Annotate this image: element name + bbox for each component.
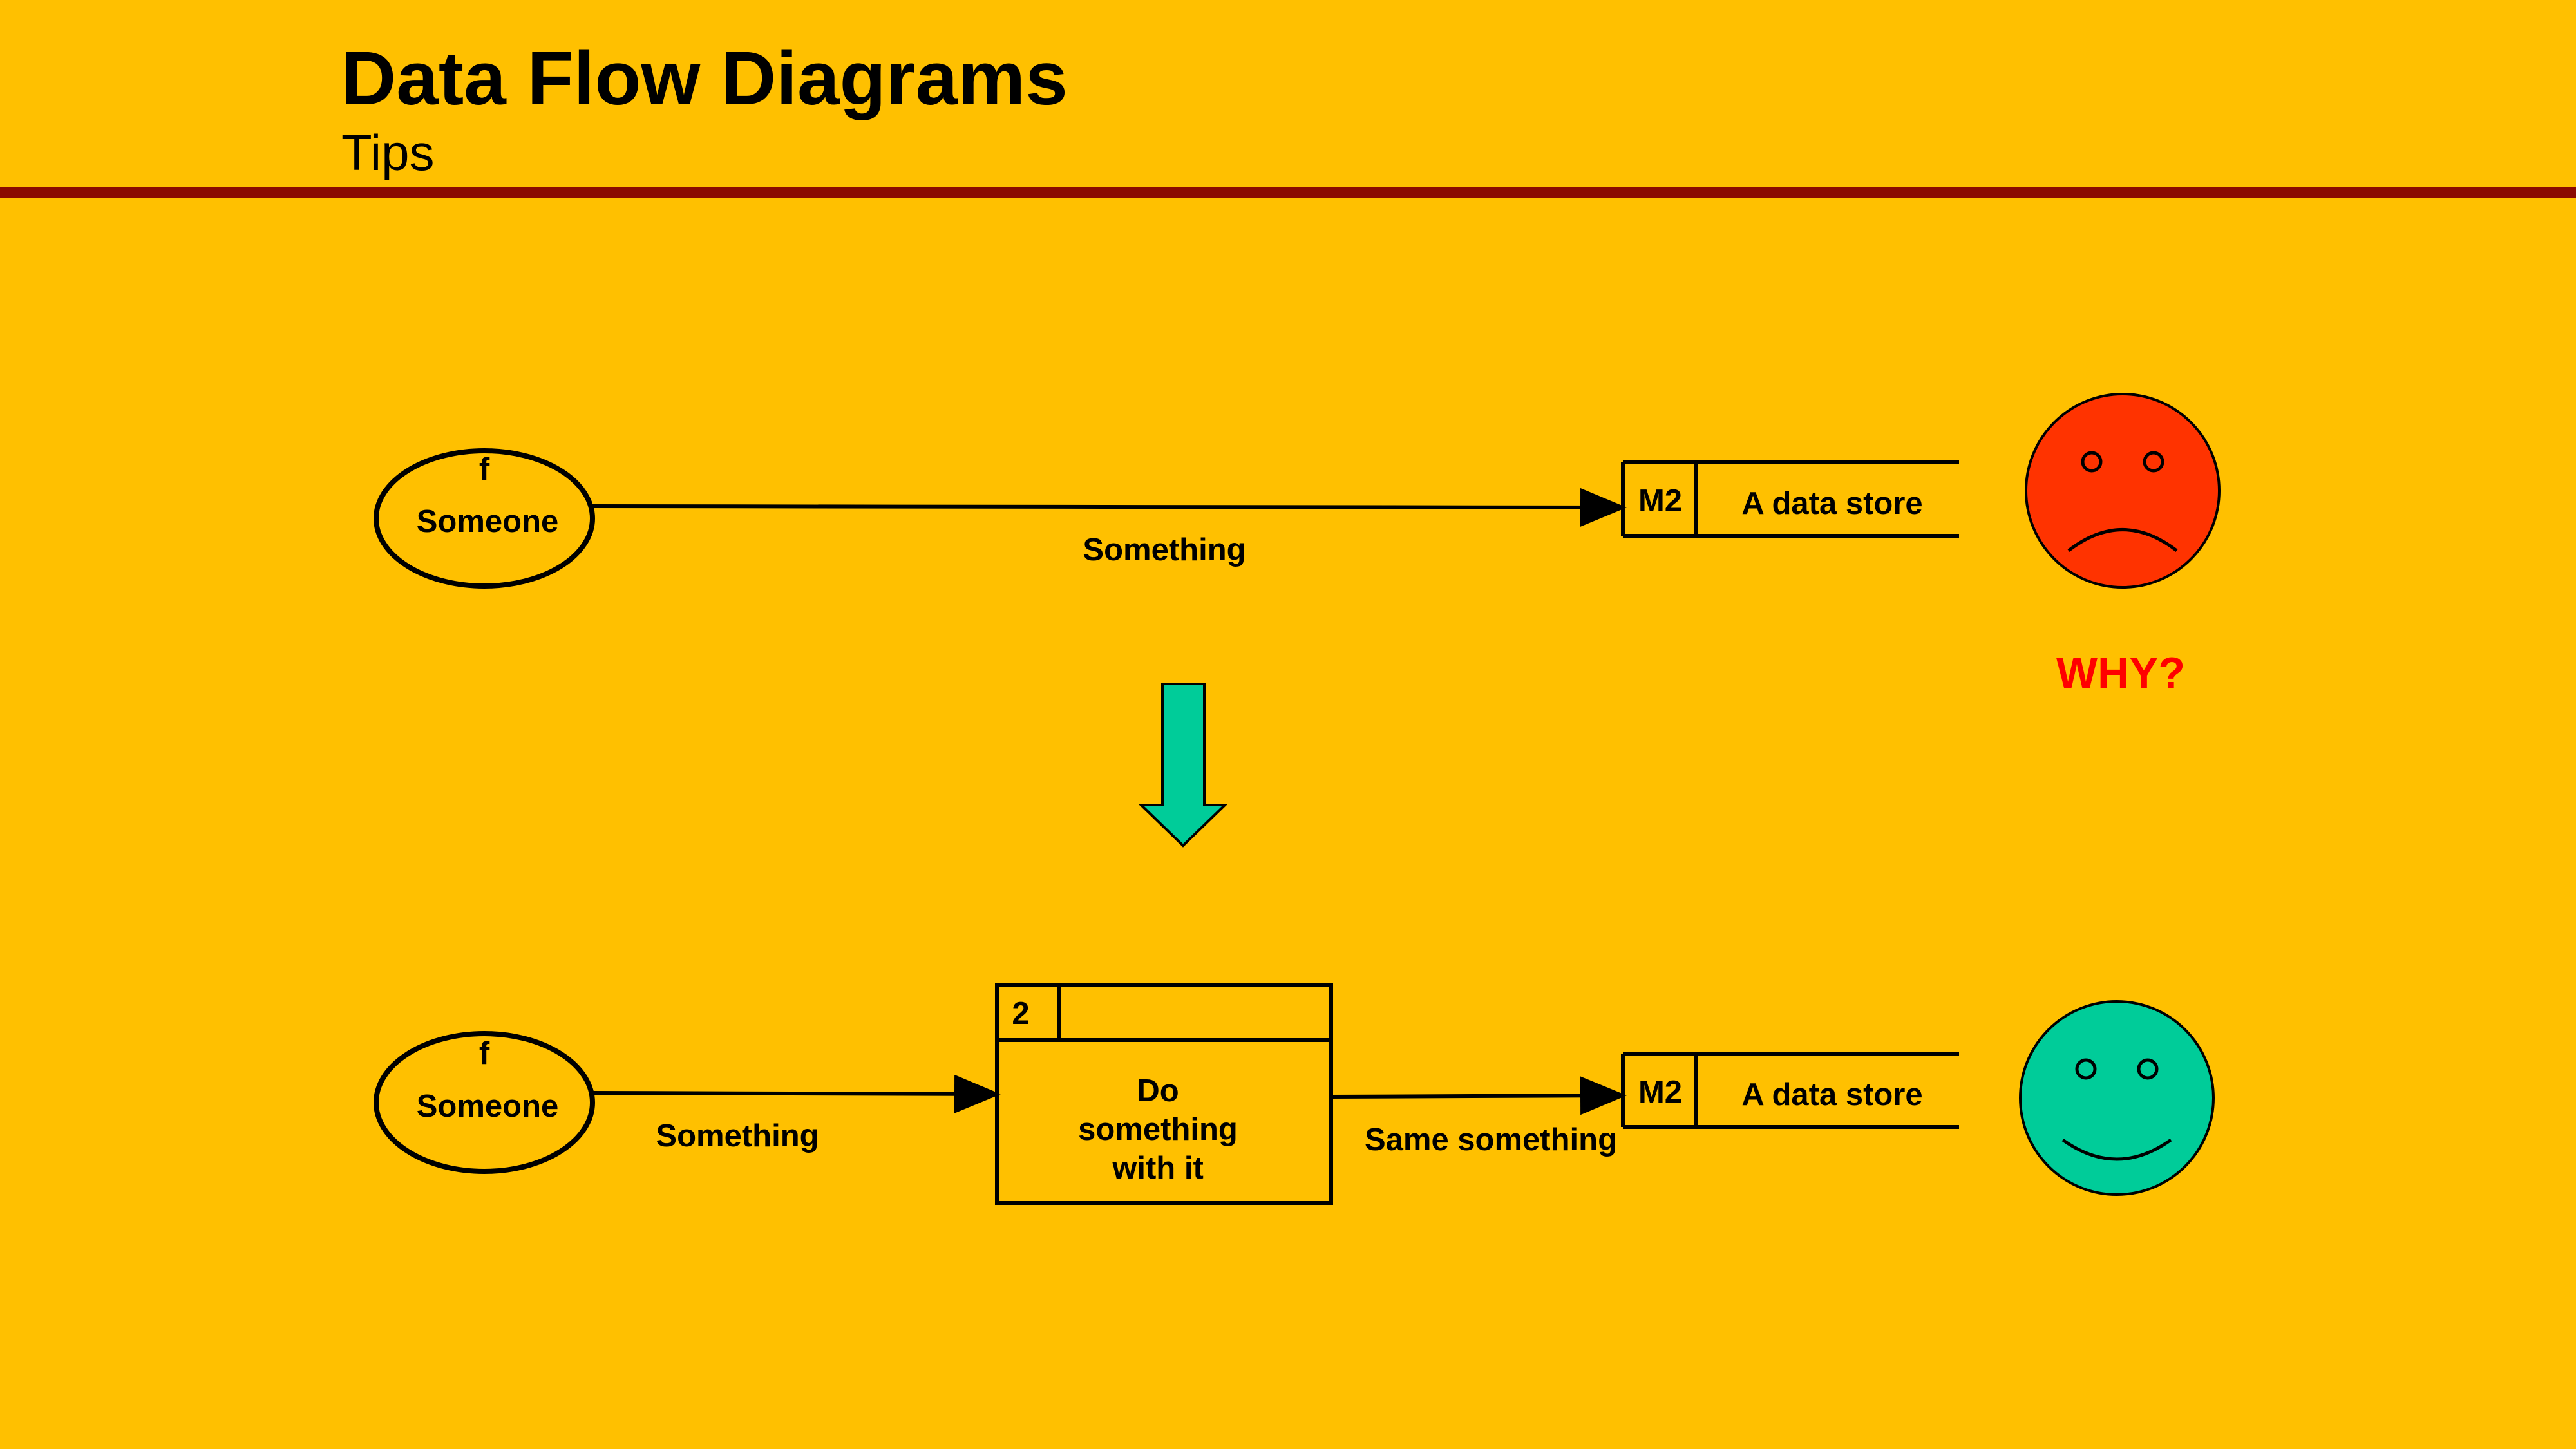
slide-title: Data Flow Diagrams — [341, 36, 1068, 121]
process-id: 2 — [1012, 996, 1029, 1031]
external-entity-id: f — [479, 1036, 490, 1071]
data-store-label: A data store — [1741, 486, 1922, 521]
data-store-id: M2 — [1638, 1075, 1682, 1110]
external-entity-label: Someone — [417, 504, 559, 539]
header-divider — [0, 187, 2576, 198]
down-arrow-icon — [1138, 683, 1228, 848]
data-store-bottom: M2 A data store — [1621, 1052, 1959, 1129]
process-box: 2 Do something with it — [995, 983, 1333, 1205]
data-flow-in — [592, 1074, 1001, 1113]
process-label-line-2: something — [1078, 1112, 1238, 1147]
data-store-id: M2 — [1638, 484, 1682, 518]
data-flow-out — [1331, 1076, 1627, 1115]
data-flow-top — [592, 488, 1627, 527]
data-store-label: A data store — [1741, 1077, 1922, 1112]
data-flow-in-label: Something — [656, 1119, 819, 1153]
sad-face-icon — [2025, 393, 2221, 589]
external-entity-id: f — [479, 452, 490, 487]
why-caption: WHY? — [2056, 649, 2185, 697]
process-label-line-1: Do — [1137, 1074, 1179, 1108]
bottom-flow: f Someone Something 2 Do something with … — [374, 983, 1959, 1205]
external-entity-bottom: f Someone — [374, 1031, 595, 1174]
data-flow-out-label: Same something — [1365, 1122, 1617, 1157]
external-entity-label: Someone — [417, 1089, 559, 1124]
process-label-line-3: with it — [1112, 1151, 1204, 1186]
external-entity-top: f Someone — [374, 448, 595, 589]
data-store-top: M2 A data store — [1621, 460, 1959, 538]
happy-face-icon — [2019, 1000, 2215, 1196]
slide-subtitle: Tips — [341, 124, 435, 181]
data-flow-label-top: Something — [1083, 533, 1245, 567]
top-flow: f Someone Something M2 A data store — [374, 448, 1959, 589]
